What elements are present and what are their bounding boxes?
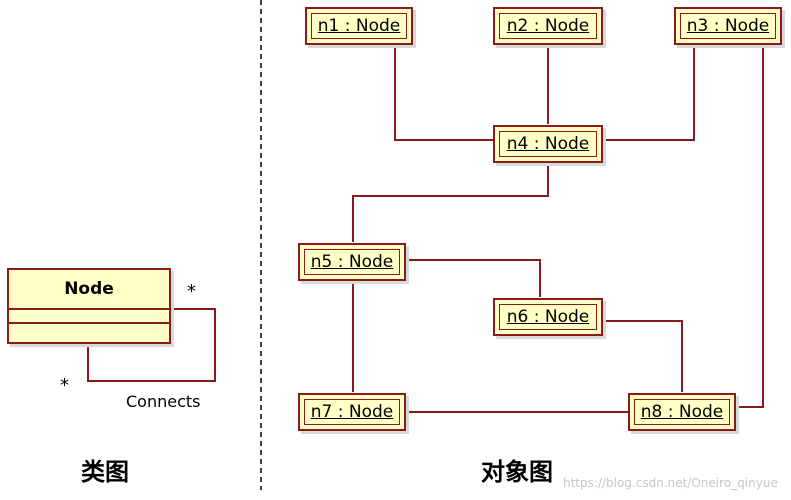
object-n8: n8 : Node [628, 393, 736, 431]
link-n3-n4 [601, 47, 695, 141]
class-diagram-caption: 类图 [81, 458, 129, 486]
association-label: Connects [126, 392, 201, 411]
link-n3-n8 [736, 47, 764, 408]
link-connects-self [87, 308, 216, 382]
object-label: n6 : Node [499, 304, 597, 330]
object-label: n5 : Node [304, 249, 400, 275]
link-n1-n4 [394, 47, 496, 141]
object-label: n8 : Node [634, 399, 730, 425]
class-name: Node [9, 270, 169, 310]
object-n5: n5 : Node [298, 243, 406, 281]
link-n6-n8 [601, 320, 683, 392]
object-label: n2 : Node [499, 13, 597, 39]
object-label: n3 : Node [680, 13, 776, 39]
link-n4-n5 [352, 166, 549, 242]
object-n2: n2 : Node [493, 7, 603, 45]
object-n4: n4 : Node [493, 125, 603, 163]
multiplicity-left: * [60, 375, 69, 396]
object-label: n1 : Node [311, 13, 407, 39]
object-n7: n7 : Node [298, 393, 406, 431]
object-n1: n1 : Node [305, 7, 413, 45]
watermark: https://blog.csdn.net/Oneiro_qinyue [563, 476, 778, 490]
link-n5-n6 [404, 259, 541, 297]
object-n6: n6 : Node [493, 298, 603, 336]
multiplicity-right: * [187, 281, 196, 302]
class-attributes-section [9, 310, 169, 324]
object-n3: n3 : Node [674, 7, 782, 45]
object-diagram-caption: 对象图 [481, 458, 553, 486]
node-class-box: Node [7, 268, 171, 344]
object-label: n7 : Node [304, 399, 400, 425]
object-label: n4 : Node [499, 131, 597, 157]
